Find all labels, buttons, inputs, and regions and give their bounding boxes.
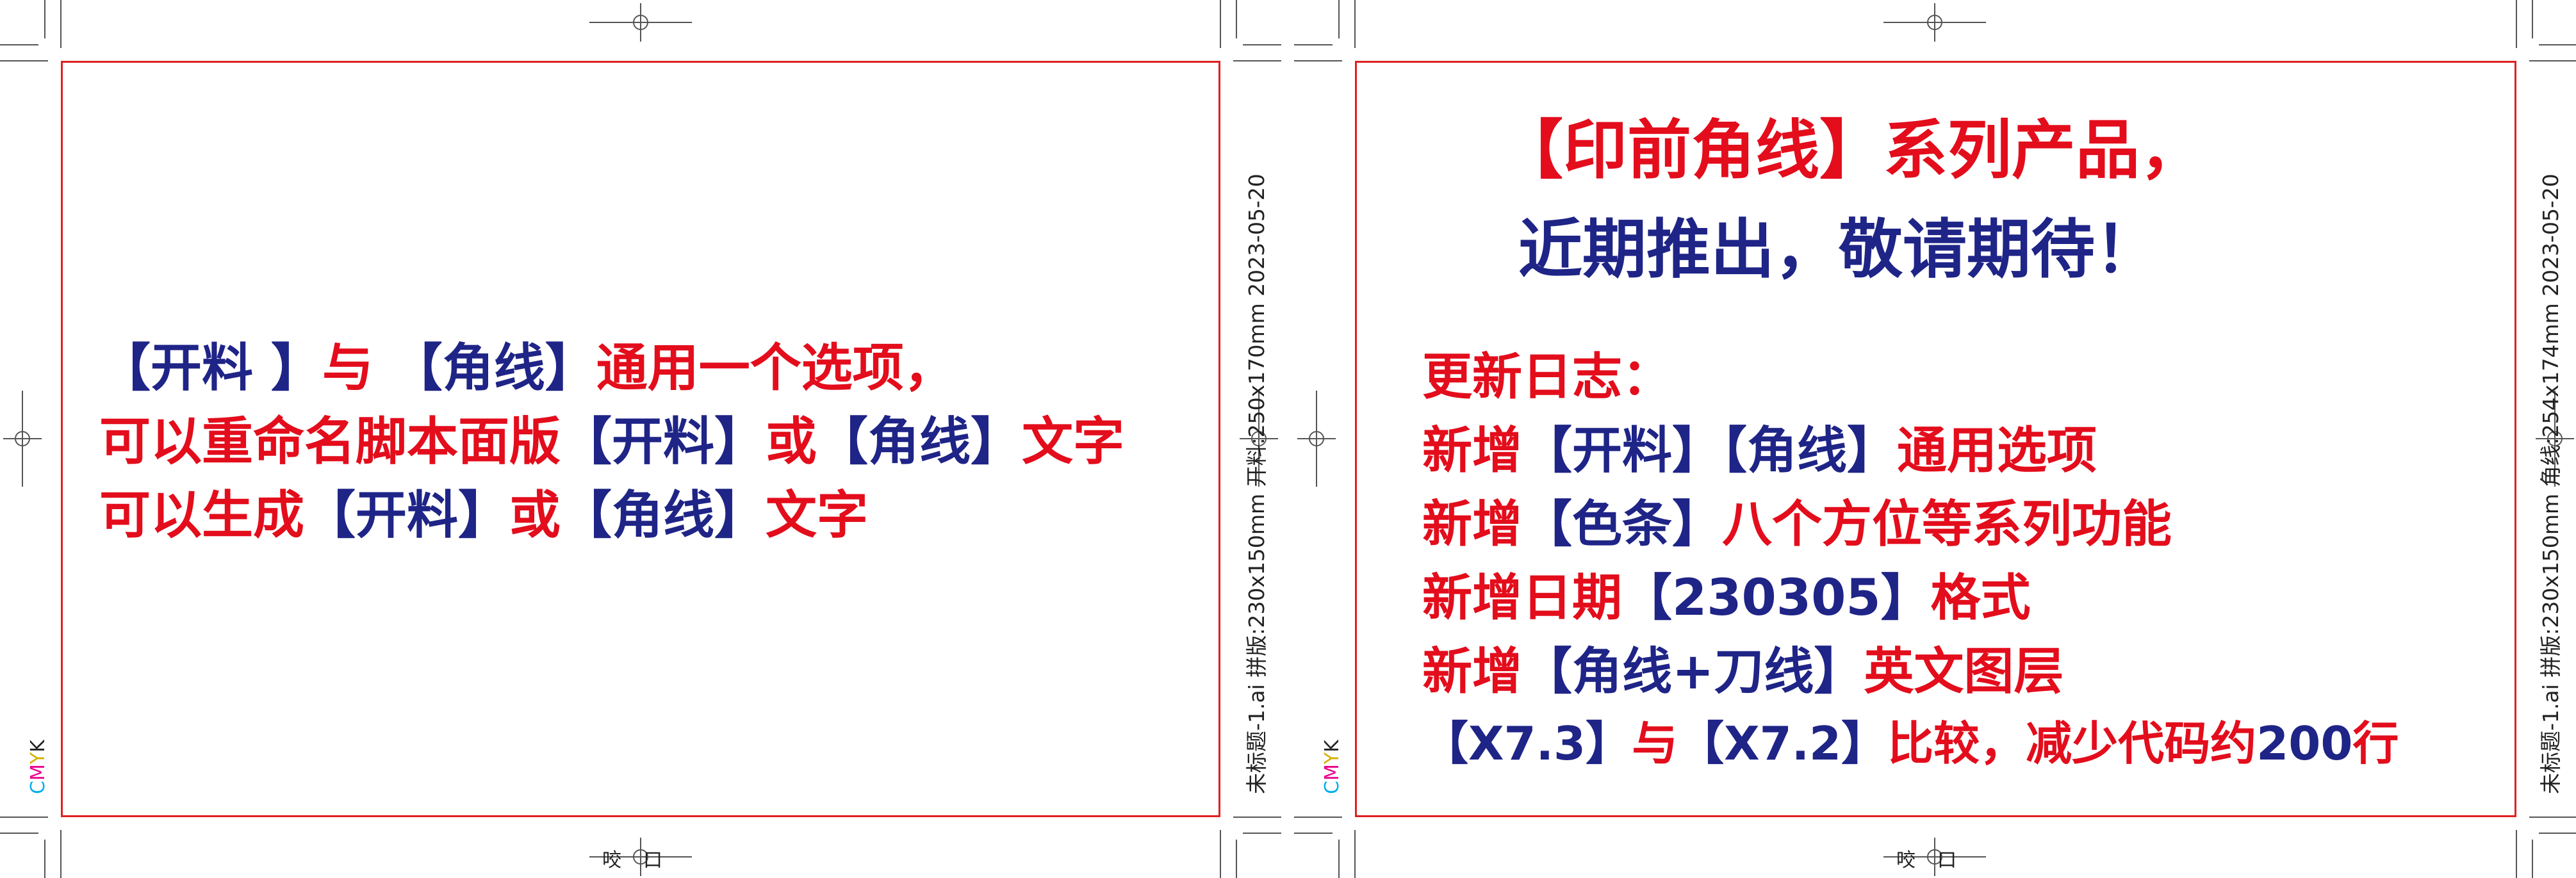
- text-segment: 可以重命名脚本面版: [99, 412, 561, 471]
- text-segment: 【开料 】: [99, 338, 322, 398]
- cmyk-marks-right: CMYK: [1321, 740, 1343, 794]
- cmyk-c: C: [27, 781, 49, 794]
- text-segment: 新增日期: [1422, 569, 1623, 627]
- changelog-item-1: 新增【开料】【角线】通用选项: [1422, 426, 2097, 476]
- trim-box-left: [61, 61, 1220, 817]
- text-segment: 通用一个选项，: [596, 338, 955, 398]
- text-segment: 或: [509, 485, 561, 545]
- right-sheet: 【印前角线】系列产品， 近期推出，敬请期待！ 更新日志： 新增【开料】【角线】通…: [1288, 0, 2576, 878]
- changelog-title: 更新日志：: [1422, 352, 1672, 402]
- text-segment: 文字: [1022, 412, 1124, 471]
- text-segment: 英文图层: [1864, 643, 2064, 701]
- file-info-right: 未标题-1.ai 拼版:230x150mm 角线:254x174mm 2023-…: [2538, 174, 2563, 794]
- cmyk-k: K: [27, 740, 49, 752]
- text-segment: 200: [2256, 717, 2353, 770]
- text-segment: 【230305】: [1622, 569, 1931, 627]
- text-segment: 【角线】: [391, 338, 596, 398]
- text-segment: 近期推出，敬请期待！: [1518, 212, 2159, 287]
- changelog-item-5: 【X7.3】与【X7.2】比较，减少代码约200行: [1422, 720, 2399, 767]
- text-segment: 【X7.2】: [1678, 717, 1888, 770]
- text-segment: 可以生成: [99, 485, 304, 545]
- left-line-1: 【开料 】与 【角线】通用一个选项，: [99, 343, 955, 394]
- changelog-item-2: 新增【色条】八个方位等系列功能: [1422, 500, 2172, 549]
- crop-marks-right: [1294, 0, 2576, 878]
- text-segment: 【色条】: [1522, 496, 1723, 553]
- text-segment: 【角线】: [817, 412, 1022, 471]
- cmyk-m: M: [27, 764, 49, 781]
- text-segment: 与: [322, 338, 391, 398]
- cmyk-y: Y: [1321, 752, 1343, 765]
- registration-marks: [3, 3, 2574, 876]
- text-segment: 【X7.3】: [1422, 717, 1632, 770]
- text-segment: 【印前角线】系列产品，: [1499, 113, 2204, 188]
- headline-line-1: 【印前角线】系列产品，: [1499, 118, 2204, 183]
- file-info-left: 未标题-1.ai 拼版:230x150mm 开料:250x170mm 2023-…: [1244, 174, 1269, 794]
- cmyk-marks-left: CMYK: [27, 740, 49, 794]
- text-segment: 通用选项: [1897, 422, 2097, 480]
- text-segment: 新增: [1422, 643, 1523, 701]
- text-segment: 【角线】: [561, 485, 766, 545]
- text-segment: 八个方位等系列功能: [1722, 496, 2172, 553]
- text-segment: 或: [766, 412, 817, 471]
- cmyk-c: C: [1321, 781, 1343, 794]
- text-segment: 新增: [1422, 422, 1523, 480]
- changelog-item-3: 新增日期【230305】格式: [1422, 573, 2031, 623]
- text-segment: 【开料】【角线】: [1522, 422, 1898, 480]
- text-segment: 与: [1632, 717, 1678, 770]
- crop-marks-left: [0, 0, 1281, 878]
- text-segment: 格式: [1930, 569, 2031, 627]
- text-segment: 文字: [766, 485, 868, 545]
- text-segment: 比较，减少代码约: [1887, 717, 2257, 770]
- trim-box-right: [1355, 61, 2516, 817]
- cmyk-y: Y: [27, 752, 49, 765]
- headline-line-2: 近期推出，敬请期待！: [1518, 218, 2159, 282]
- bite-label-right: 咬口: [1896, 849, 1978, 872]
- left-line-3: 可以生成【开料】或【角线】文字: [99, 490, 868, 541]
- bite-label-left: 咬口: [602, 849, 684, 872]
- left-line-2: 可以重命名脚本面版【开料】或【角线】文字: [99, 416, 1124, 467]
- text-segment: 【开料】: [561, 412, 766, 471]
- cmyk-m: M: [1321, 764, 1343, 781]
- text-segment: 新增: [1422, 496, 1523, 553]
- left-sheet: 【开料 】与 【角线】通用一个选项， 可以重命名脚本面版【开料】或【角线】文字 …: [27, 61, 1269, 872]
- changelog-item-4: 新增【角线+刀线】英文图层: [1422, 647, 2063, 697]
- text-segment: 【角线+刀线】: [1522, 643, 1864, 701]
- text-segment: 【开料】: [304, 485, 509, 545]
- text-segment: 更新日志：: [1422, 348, 1673, 406]
- cmyk-k: K: [1321, 740, 1343, 752]
- text-segment: 行: [2352, 717, 2399, 770]
